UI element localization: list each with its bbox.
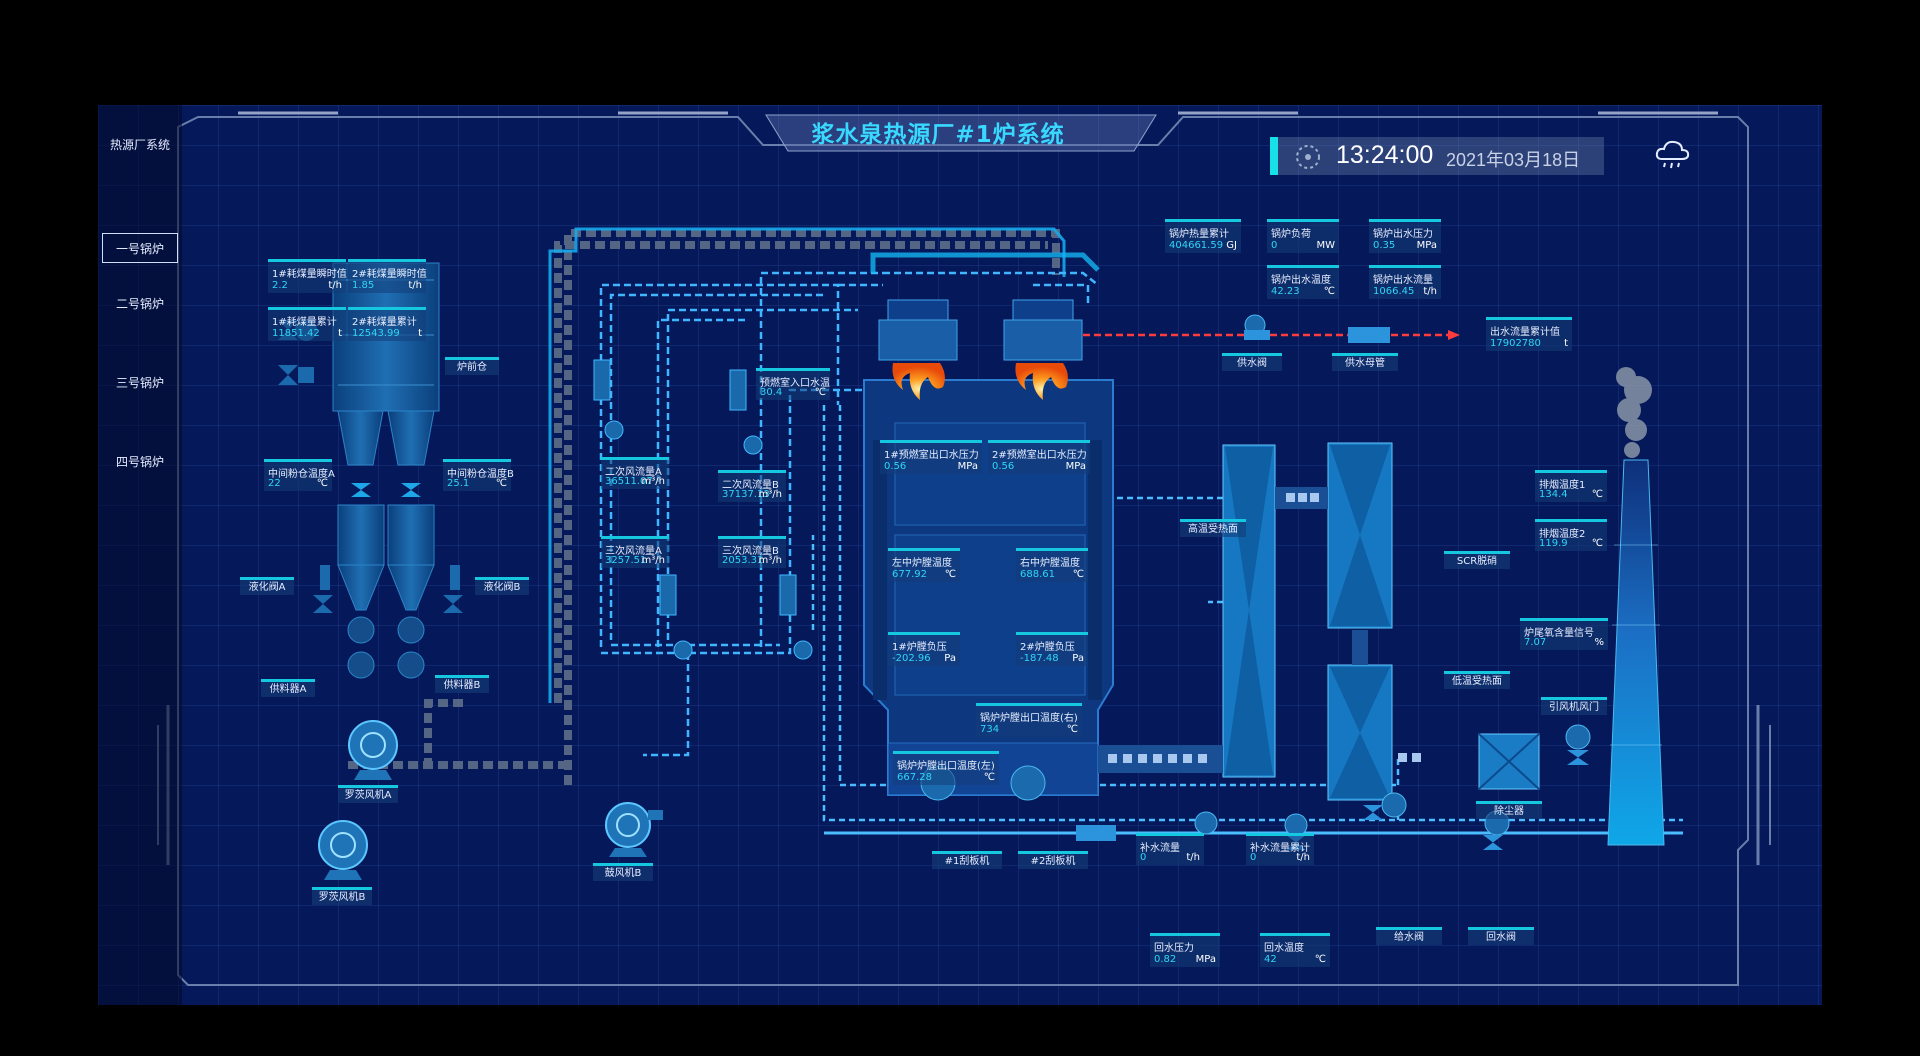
fan-icon: [318, 720, 663, 880]
cloud-rain-icon: [1655, 140, 1690, 169]
process-diagram: [278, 227, 1683, 880]
return-valve-tag[interactable]: 回水阀: [1468, 927, 1534, 945]
clock-date: 2021年03月18日: [1446, 150, 1581, 170]
page-title: 浆水泉热源厂#1炉系统: [811, 122, 1065, 148]
high-temp-surface-tag[interactable]: 高温受热面: [1180, 519, 1246, 537]
heat-exchanger: [1098, 442, 1393, 801]
feeder-b-tag[interactable]: 供料器B: [435, 675, 489, 693]
blower-b-tag[interactable]: 鼓风机B: [593, 863, 653, 881]
sidebar-item-boiler-3[interactable]: 三号锅炉: [115, 376, 164, 390]
sidebar-item-plant[interactable]: 热源厂系统: [109, 138, 170, 152]
burner-2: [1003, 299, 1083, 361]
id-fan-damper-tag[interactable]: 引风机风门: [1541, 697, 1607, 715]
sidebar-item-boiler-4[interactable]: 四号锅炉: [115, 455, 164, 469]
roots-fan-b-tag[interactable]: 罗茨风机B: [312, 887, 372, 905]
hopper-tag[interactable]: 炉前仓: [445, 357, 499, 375]
supply-main-tag[interactable]: 供水母管: [1332, 353, 1398, 371]
clock-dial-icon: [1296, 145, 1320, 169]
dust-collector-tag[interactable]: 除尘器: [1476, 801, 1542, 819]
damper-icon: [593, 359, 813, 660]
scr-tag[interactable]: SCR脱硝: [1444, 551, 1510, 569]
clock-accent-bar: [1270, 137, 1278, 175]
sidebar-item-boiler-1[interactable]: 一号锅炉: [102, 233, 178, 263]
valve-a-tag[interactable]: 液化阀A: [240, 577, 294, 595]
burner-1: [878, 299, 958, 361]
valve-b-tag[interactable]: 液化阀B: [475, 577, 529, 595]
scraper-1-tag[interactable]: #1刮板机: [932, 851, 1002, 869]
sidebar-item-boiler-2[interactable]: 二号锅炉: [115, 297, 164, 311]
scada-screen: 热源厂系统 一号锅炉 二号锅炉 三号锅炉 四号锅炉 浆水泉热源厂#1炉系统 13…: [98, 105, 1822, 1005]
outlet-temp-left-readout: 锅炉炉膛出口温度(左)667.28℃: [893, 751, 999, 785]
roots-fan-a-tag[interactable]: 罗茨风机A: [338, 785, 398, 803]
feed-valve-tag[interactable]: 给水阀: [1376, 927, 1442, 945]
clock-panel: 13:24:00 2021年03月18日: [1270, 137, 1604, 175]
outlet-temp-right-readout: 锅炉炉膛出口温度(右)734℃: [976, 703, 1082, 737]
chimney: [1607, 367, 1665, 846]
feeder-a-tag[interactable]: 供料器A: [261, 679, 315, 697]
air-duct-solid: [870, 252, 1100, 273]
sidebar: 热源厂系统 一号锅炉 二号锅炉 三号锅炉 四号锅炉: [98, 105, 182, 1005]
supply-valve-tag[interactable]: 供水阀: [1222, 353, 1282, 371]
duct-blocks: [1108, 753, 1421, 763]
low-temp-surface-tag[interactable]: 低温受热面: [1444, 671, 1510, 689]
flame-icon: [892, 363, 1068, 400]
coal-feed-pipe-edge: [548, 227, 1066, 703]
clock-time: 13:24:00: [1336, 141, 1434, 169]
dust-collector: [1478, 733, 1540, 790]
scraper-2-tag[interactable]: #2刮板机: [1018, 851, 1088, 869]
